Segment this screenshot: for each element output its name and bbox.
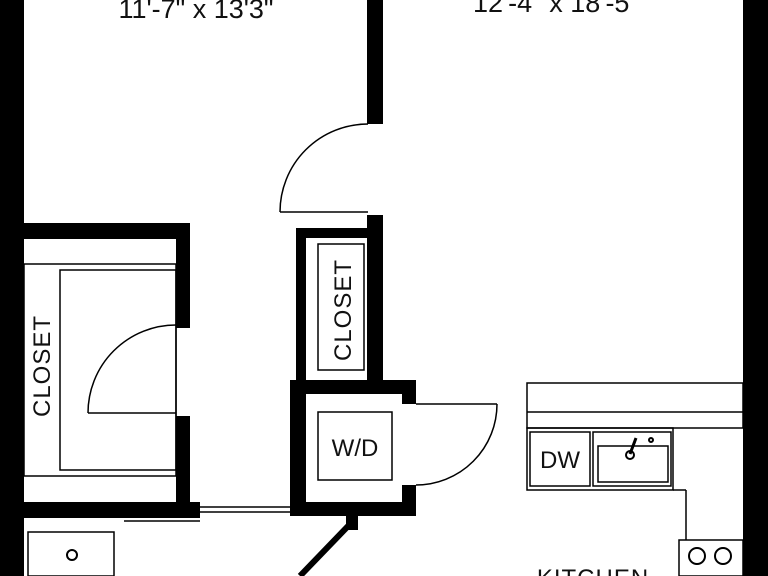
stove-burner-left-icon (688, 547, 706, 565)
laundry-door-swing (415, 403, 498, 486)
partition-wall-upper (367, 0, 383, 124)
kitchen-counter-top (526, 382, 744, 429)
laundry-right-wall-lower (402, 485, 416, 516)
dishwasher-unit (529, 431, 591, 487)
dishwasher-label: DW (540, 447, 580, 474)
doors (87, 123, 498, 576)
partition-wall-center (367, 215, 383, 385)
washer-dryer-label: W/D (332, 435, 379, 462)
bedroom-door-swing (279, 123, 369, 213)
fixture-details (66, 437, 732, 565)
entry-door-leaf (297, 519, 355, 576)
stove-burner-right-icon (714, 547, 732, 565)
left-closet-right-wall-upper (176, 223, 190, 328)
stove-unit (678, 539, 744, 576)
kitchen-counter-base (526, 427, 674, 491)
room-dimension-left: 11'-7" x 13'3" (118, 0, 273, 24)
left-closet-door-swing (87, 324, 177, 414)
laundry-left-wall (290, 380, 306, 516)
vanity-drain-icon (66, 549, 78, 561)
closet-label-center: CLOSET (330, 259, 357, 361)
sink-drain-icon (648, 437, 654, 443)
sink-basin-outer (592, 431, 672, 487)
laundry-bottom-wall (290, 502, 416, 516)
fixtures (27, 382, 744, 576)
bath-vanity (27, 531, 115, 576)
laundry-right-wall-upper (402, 380, 416, 404)
room-dimension-right: 12'-4" x 18'-5" (473, 0, 639, 18)
shelving (23, 243, 365, 477)
left-closet-top-wall (24, 223, 190, 239)
left-closet-right-wall-lower (176, 416, 190, 508)
outer-wall-left (0, 0, 24, 576)
washer-dryer-unit (317, 411, 393, 481)
faucet-base-icon (625, 450, 635, 460)
closet-center-left-wall (296, 232, 306, 382)
center-closet-shelf (317, 243, 365, 371)
closet-center-top-wall (296, 228, 382, 238)
laundry-top-wall (290, 380, 416, 394)
left-closet-shelf-inner (59, 269, 177, 471)
bottom-left-wall (24, 502, 200, 518)
kitchen-label: KITCHEN (537, 565, 649, 576)
outer-wall-right (743, 0, 768, 576)
closet-label-left: CLOSET (29, 315, 56, 417)
